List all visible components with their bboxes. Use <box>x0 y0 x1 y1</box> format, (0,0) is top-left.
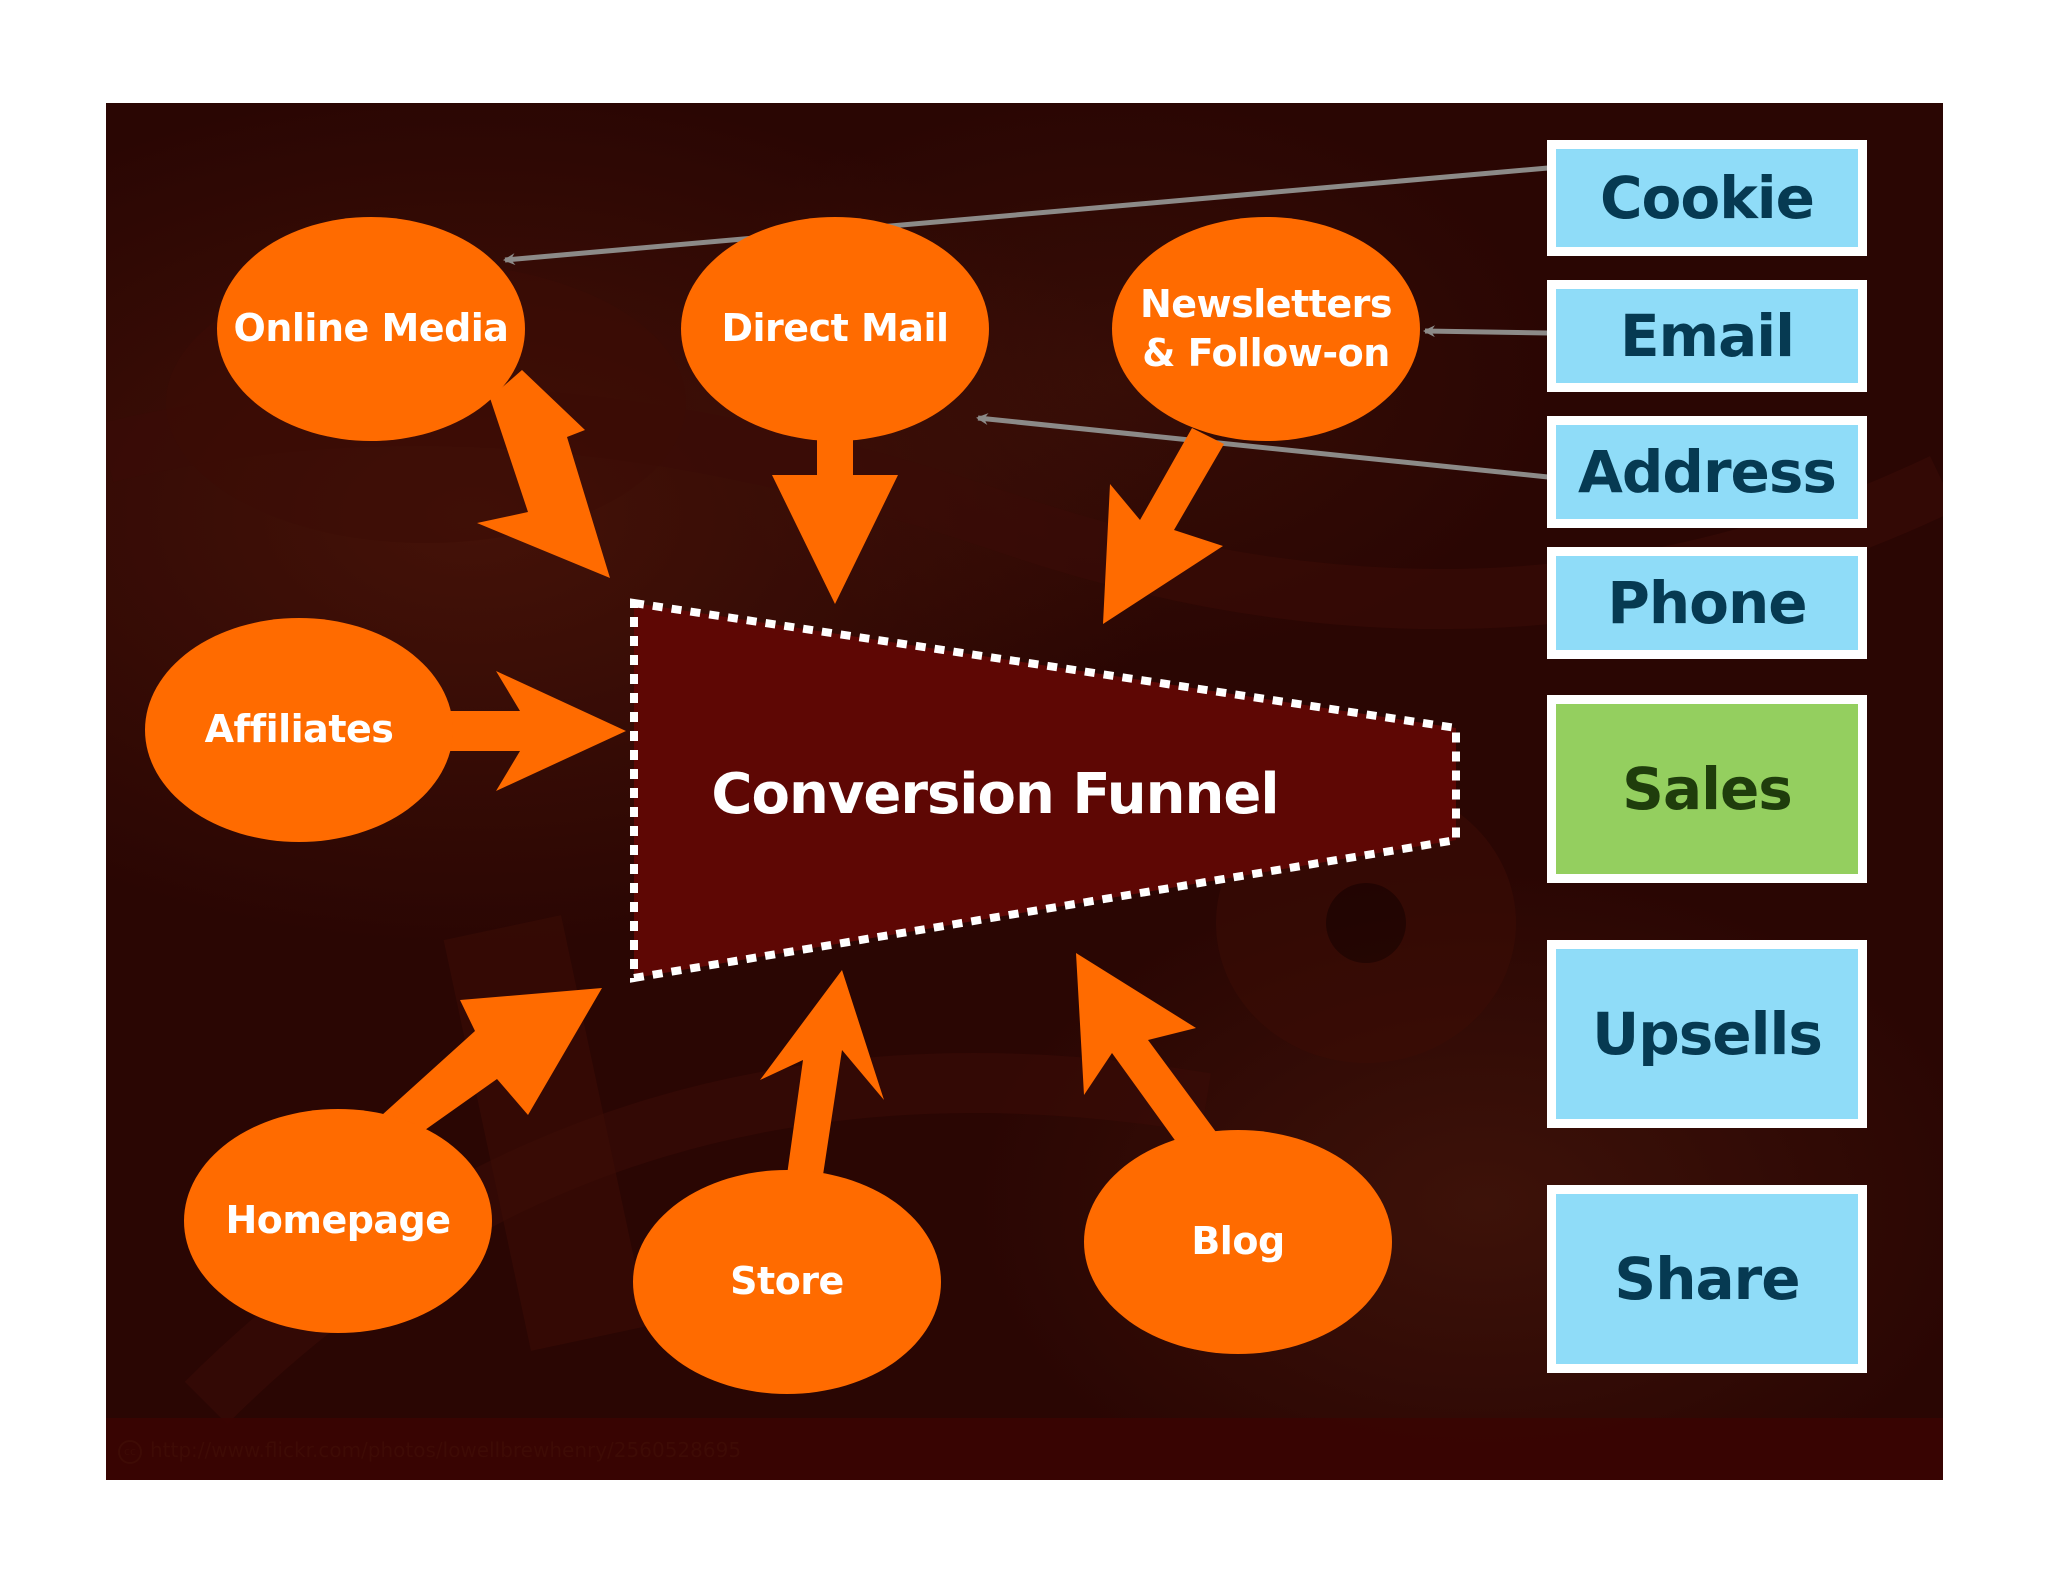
blog-label: Blog <box>1191 1219 1285 1264</box>
newsletters-label: Newsletters & Follow-on <box>1139 281 1393 375</box>
homepage-label: Homepage <box>225 1198 451 1243</box>
outcome-share-box: Share <box>1547 1185 1867 1373</box>
affiliates-label: Affiliates <box>204 707 394 752</box>
conversion-funnel-shape <box>630 598 1460 983</box>
outcome-cookie-box: Cookie <box>1547 140 1867 256</box>
arrow-newsletters-to-funnel <box>1103 428 1224 624</box>
online-media-ellipse <box>217 217 525 441</box>
direct-mail-ellipse <box>681 217 989 441</box>
cc-license-icon: cc <box>118 1439 142 1464</box>
arrow-blog-to-funnel <box>1076 953 1216 1150</box>
arrow-online-media-to-funnel <box>477 370 610 578</box>
homepage-ellipse <box>184 1109 492 1333</box>
outcome-phone-box: Phone <box>1547 547 1867 659</box>
feedback-arrow-cookie-to-online-media <box>503 165 1549 266</box>
store-label: Store <box>730 1259 844 1304</box>
outcome-sales-box: Sales <box>1547 695 1867 883</box>
online-media-label: Online Media <box>233 306 509 351</box>
arrow-affiliates-to-funnel <box>440 671 626 791</box>
direct-mail-label: Direct Mail <box>721 306 949 351</box>
store-ellipse <box>633 1170 941 1394</box>
blog-ellipse <box>1084 1130 1392 1354</box>
feedback-arrow-address-to-direct-mail <box>976 413 1549 480</box>
arrow-store-to-funnel <box>760 970 884 1175</box>
affiliates-ellipse <box>145 618 453 842</box>
arrow-direct-mail-to-funnel <box>772 430 898 604</box>
outcome-address-box: Address <box>1547 416 1867 528</box>
photo-credit-url: http://www.flickr.com/photos/lowellbrewh… <box>150 1438 742 1462</box>
feedback-arrow-email-to-newsletters <box>1423 325 1549 338</box>
arrow-homepage-to-funnel <box>382 988 602 1142</box>
outcome-upsells-box: Upsells <box>1547 940 1867 1128</box>
outcome-email-box: Email <box>1547 280 1867 392</box>
photo-credit: cc http://www.flickr.com/photos/lowellbre… <box>118 1438 741 1464</box>
conversion-funnel-label: Conversion Funnel <box>711 761 1279 827</box>
newsletters-ellipse <box>1112 217 1420 441</box>
